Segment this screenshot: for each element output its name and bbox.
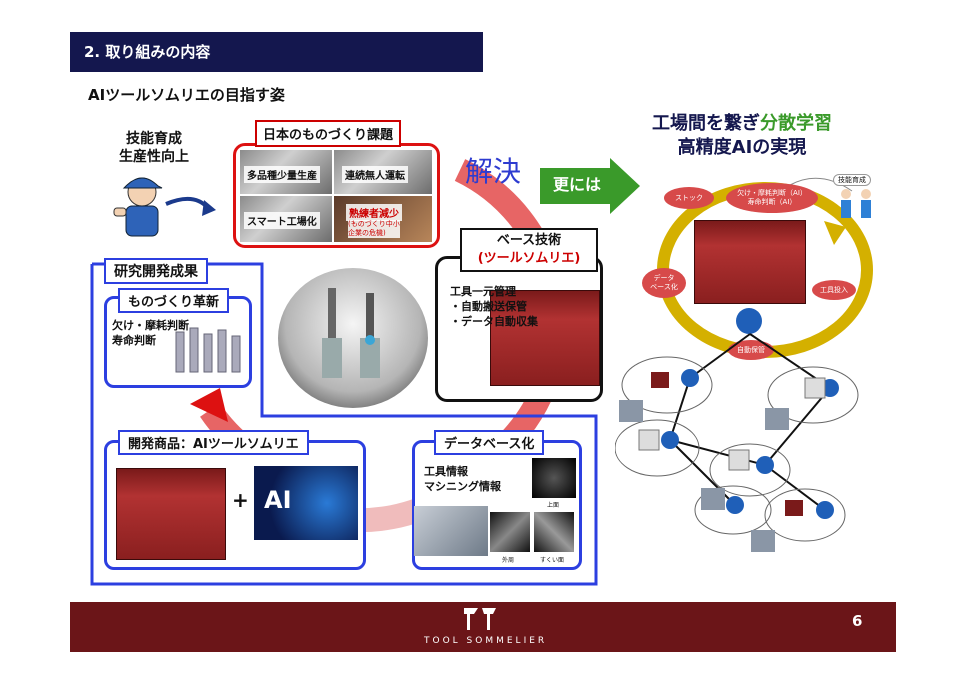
issue-tile-1-label: 多品種少量生産 [244, 166, 320, 183]
tool-top-image [532, 458, 576, 498]
tool-sommelier-machine-image [490, 290, 600, 386]
factory-network-diagram [615, 333, 859, 552]
cycle-stock: ストック [664, 187, 714, 209]
base-tech-label: ベース技術 (ツールソムリエ) [460, 228, 598, 272]
ai-image-text: AI [264, 486, 292, 514]
database-label: データベース化 [434, 430, 545, 455]
right-title-line1: 工場間を繋ぎ [652, 113, 760, 134]
cycle-machine-image [694, 220, 806, 304]
skill-text: 技能育成 生産性向上 [112, 130, 196, 166]
tool-rake-image [534, 512, 574, 552]
base-tech-item-1: 工具一元管理 [450, 285, 516, 298]
issue-tile-1: 多品種少量生産 [240, 150, 332, 194]
issue-tile-4-sub-1: (ものづくり中小 [348, 220, 400, 228]
ai-image: AI [254, 466, 358, 540]
cycle-tool-in: 工具投入 [812, 280, 856, 300]
research-frame [90, 262, 598, 586]
cycle-auto-save: 自動保管 [728, 340, 774, 360]
issue-tile-3: スマート工場化 [240, 196, 332, 242]
issue-tile-4: 熟練者減少 (ものづくり中小 企業の危機) [334, 196, 432, 242]
right-title: 工場間を繋ぎ分散学習 高精度AIの実現 [612, 112, 872, 160]
tool-sommelier-logo-icon [464, 608, 496, 630]
slide-subtitle: AIツールソムリエの目指す姿 [88, 86, 285, 104]
skill-line-1: 技能育成 [126, 131, 182, 147]
page-number: 6 [852, 612, 863, 630]
right-title-highlight: 分散学習 [760, 113, 832, 134]
database-items: 工具情報 マシニング情報 [424, 464, 501, 494]
plus-sign: + [232, 488, 249, 512]
footer-brand: TOOL SOMMELIER [424, 636, 548, 646]
worker-illustration [113, 177, 216, 237]
workers-icon [841, 189, 871, 218]
img-label-top: 上面 [547, 502, 560, 509]
tool-outer-image [490, 512, 530, 552]
img-label-rake: すくい面 [540, 557, 565, 564]
skill-line-2: 生産性向上 [119, 149, 189, 165]
cycle-ai-judge: 欠け・摩耗判断（AI）寿命判断（AI） [726, 183, 818, 213]
issues-label: 日本のものづくり課題 [255, 120, 402, 147]
section-title: 2. 取り組みの内容 [70, 32, 483, 72]
issue-tile-4-label: 熟練者減少 [346, 204, 402, 221]
cycle-database: データベース化 [642, 268, 686, 298]
img-label-outer: 外周 [502, 557, 515, 564]
base-tech-items: 工具一元管理 ・自動搬送保管 ・データ自動収集 [450, 284, 538, 329]
database-item-2: マシニング情報 [424, 480, 501, 493]
ai-node-icon [736, 308, 762, 334]
issue-tile-2-label: 連続無人運転 [342, 166, 408, 183]
ai-sommelier-machine-image [116, 468, 226, 560]
issue-tile-4-sub-2: 企業の危機) [348, 229, 386, 237]
cycle-database-1: データ [653, 274, 675, 282]
issue-tile-3-label: スマート工場化 [244, 212, 320, 229]
innovation-label: ものづくり革新 [118, 288, 230, 313]
innovation-item-2: 寿命判断 [112, 334, 156, 347]
database-item-1: 工具情報 [424, 465, 468, 478]
tool-holders-image [175, 327, 241, 373]
right-title-line2: 高精度AIの実現 [677, 137, 807, 158]
innovation-items: 欠け・摩耗判断 寿命判断 [112, 318, 189, 348]
cycle-database-2: ベース化 [650, 283, 678, 291]
base-tech-item-2: ・自動搬送保管 [450, 300, 527, 313]
cycle-skill-label: 技能育成 [833, 174, 871, 186]
innovation-item-1: 欠け・摩耗判断 [112, 319, 189, 332]
machining-center-image [414, 506, 488, 556]
issue-tile-2: 連続無人運転 [334, 150, 432, 194]
more-label: 更には [553, 175, 602, 194]
more-arrow-icon [540, 158, 640, 214]
base-tech-label-2: (ツールソムリエ) [477, 251, 581, 266]
base-tech-label-1: ベース技術 [496, 233, 562, 248]
product-label: 開発商品：AIツールソムリエ [118, 430, 309, 455]
issue-tile-4-sub: (ものづくり中小 企業の危機) [348, 220, 400, 238]
tool-holders-icon [322, 288, 380, 378]
cycle-ai-judge-1: 欠け・摩耗判断（AI） [737, 189, 807, 197]
base-tech-item-3: ・データ自動収集 [450, 315, 538, 328]
solve-text: 解決 [465, 155, 522, 188]
research-label: 研究開発成果 [104, 258, 208, 284]
cycle-ai-judge-2: 寿命判断（AI） [747, 198, 797, 206]
tool-holder-image [278, 268, 428, 408]
